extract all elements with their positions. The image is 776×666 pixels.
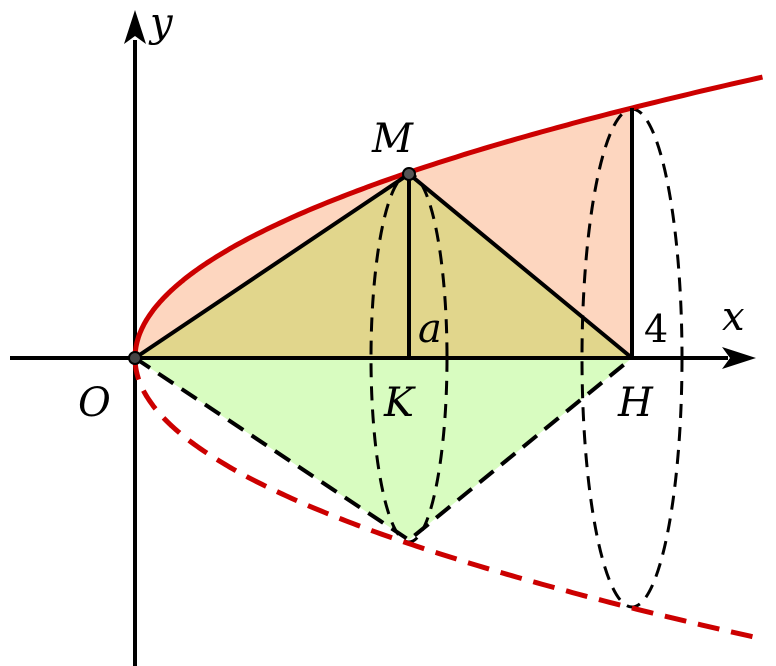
triangle-lower <box>135 358 632 540</box>
point-k-label: K <box>383 380 416 426</box>
point-m-label: M <box>371 116 414 162</box>
x-axis-arrow-icon <box>722 347 756 369</box>
point-o <box>128 351 142 365</box>
origin-label: O <box>78 380 111 426</box>
y-axis-arrow-icon <box>124 10 146 44</box>
value-4-label: 4 <box>644 307 668 351</box>
parabola-lower-dashed <box>132 358 764 642</box>
point-m <box>402 167 416 181</box>
y-axis-label: y <box>148 0 174 46</box>
segment-a-label: a <box>418 306 442 352</box>
x-axis-label: x <box>722 294 745 340</box>
triangle-omh <box>135 174 632 358</box>
point-h-label: H <box>617 380 654 426</box>
lower-triangle-edges <box>133 356 634 543</box>
parabola-upper <box>132 74 764 358</box>
